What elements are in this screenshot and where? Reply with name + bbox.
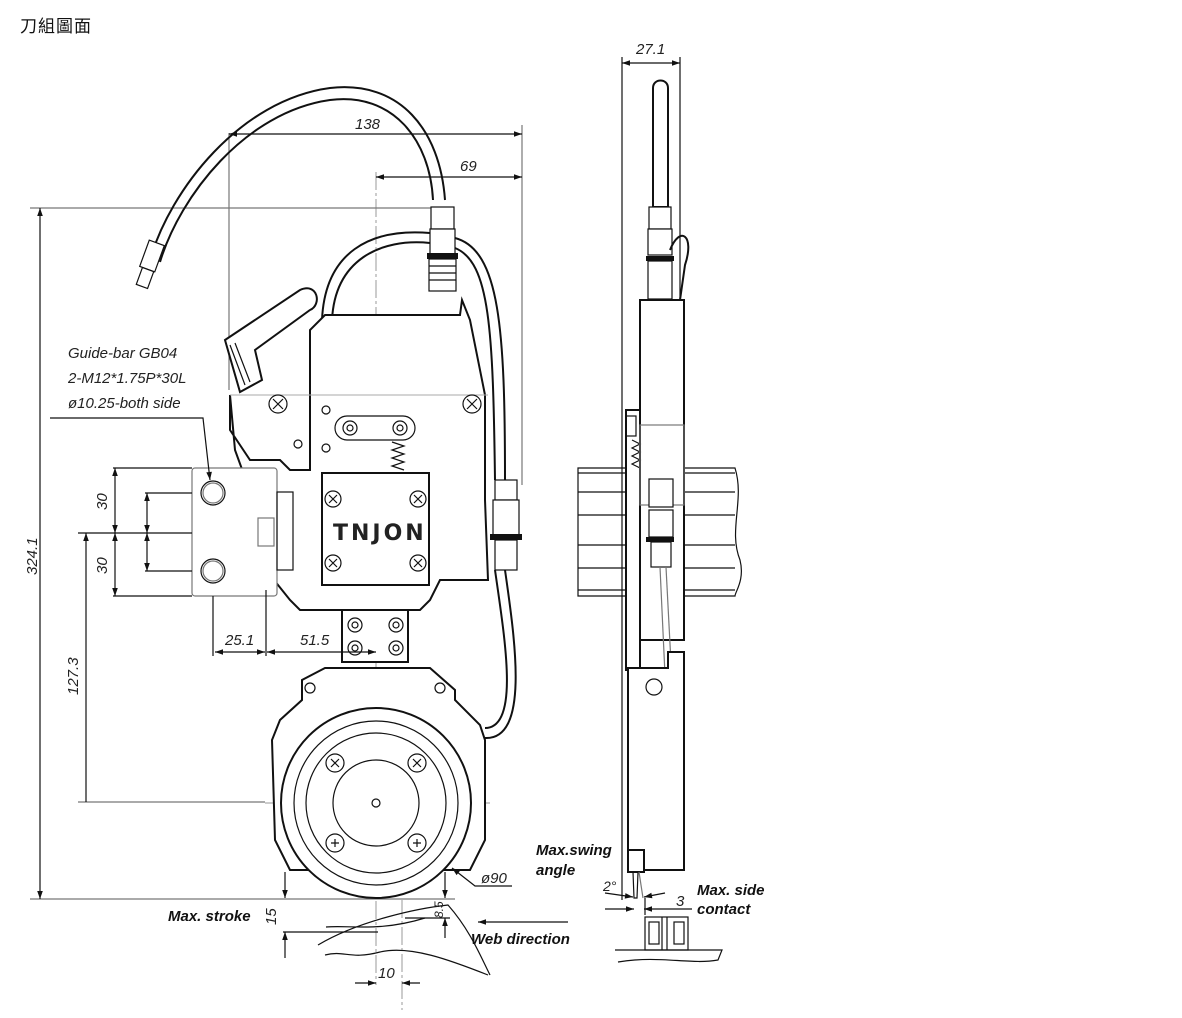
brand-logo: TNJON (333, 521, 427, 546)
side-view: 27.1 2° 3 (536, 41, 765, 963)
wheel (280, 707, 472, 899)
dim-30-top: 30 (94, 493, 111, 510)
dim-web-offset: 10 (378, 965, 395, 982)
side-body (639, 299, 685, 641)
hose-fitting-top (427, 206, 458, 292)
label-side-contact: contact (697, 901, 751, 918)
label-max-swing-angle: angle (536, 862, 575, 879)
dim-69: 69 (460, 158, 477, 175)
hose-fitting-side (490, 479, 522, 571)
screw-plate-tl (324, 490, 342, 508)
dim-138: 138 (355, 116, 381, 133)
hose-fitting-left (135, 239, 166, 290)
screw-plate-br (409, 554, 427, 572)
air-hose (149, 86, 446, 261)
dim-side-contact: 3 (676, 893, 685, 910)
dim-324-1: 324.1 (24, 537, 41, 575)
label-pin: ø10.25-both side (68, 395, 181, 412)
spring (390, 441, 406, 471)
leader-guide-bar (50, 417, 212, 481)
label-thread: 2-M12*1.75P*30L (67, 370, 186, 387)
dim-depth: 8.5 (432, 901, 446, 918)
label-max-side: Max. side (697, 882, 765, 899)
screw-plate-tr (409, 490, 427, 508)
dim-max-stroke: 15 (263, 908, 280, 925)
side-tube (652, 79, 669, 208)
web-curve (317, 904, 491, 976)
dim-thickness: 27.1 (635, 41, 665, 58)
dim-30-bottom: 30 (94, 557, 111, 574)
screw-upper-left (268, 394, 288, 414)
label-max-swing: Max.swing (536, 842, 612, 859)
screw-plate-bl (324, 554, 342, 572)
label-guide-bar: Guide-bar GB04 (68, 345, 177, 362)
dim-51-5: 51.5 (300, 632, 330, 649)
page-title: 刀組圖面 (20, 17, 92, 37)
dim-25-1: 25.1 (224, 632, 254, 649)
front-view: TNJON (24, 86, 570, 1010)
label-web-direction: Web direction (471, 931, 570, 948)
dim-127-3: 127.3 (65, 657, 82, 695)
anvil (615, 916, 723, 963)
blade (632, 871, 639, 899)
side-lower-arm (627, 651, 685, 871)
side-hose (454, 237, 506, 481)
lever (223, 287, 318, 394)
dim-swing-angle: 2° (602, 878, 617, 894)
dim-wheel-diameter: ø90 (481, 870, 508, 887)
screw-upper-right (462, 394, 482, 414)
label-max-stroke: Max. stroke (168, 908, 251, 925)
